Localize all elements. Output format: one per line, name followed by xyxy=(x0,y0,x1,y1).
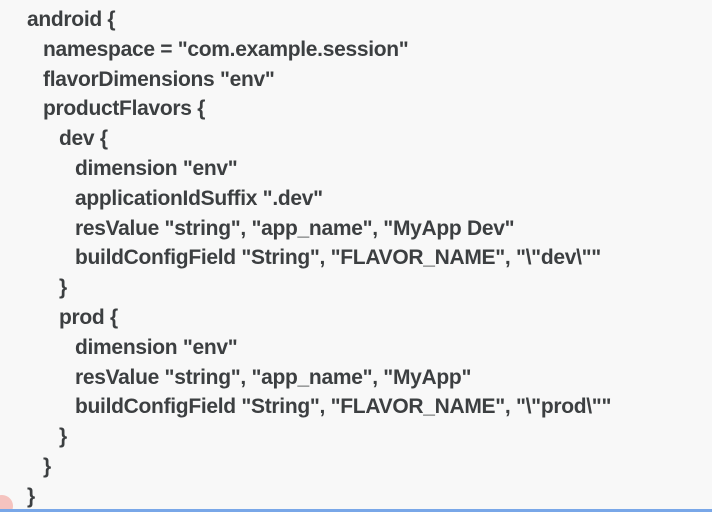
code-line: applicationIdSuffix ".dev" xyxy=(75,186,323,210)
code-line: dimension "env" xyxy=(75,156,238,180)
code-line: buildConfigField "String", "FLAVOR_NAME"… xyxy=(75,246,601,270)
code-line: } xyxy=(59,276,67,300)
code-line: resValue "string", "app_name", "MyApp De… xyxy=(75,216,515,240)
corner-accent-shape xyxy=(0,495,13,509)
bottom-divider xyxy=(0,509,712,512)
code-line: prod { xyxy=(59,305,118,329)
code-line: android { xyxy=(27,8,116,31)
code-line: productFlavors { xyxy=(43,97,206,121)
code-line: flavorDimensions "env" xyxy=(43,67,275,91)
code-line: } xyxy=(27,484,35,508)
code-line: } xyxy=(59,425,67,449)
code-line: } xyxy=(43,454,51,478)
code-line: buildConfigField "String", "FLAVOR_NAME"… xyxy=(75,395,612,419)
code-line: dev { xyxy=(59,127,108,151)
code-line: resValue "string", "app_name", "MyApp" xyxy=(75,365,472,389)
code-line: dimension "env" xyxy=(75,335,238,359)
code-line: namespace = "com.example.session" xyxy=(43,37,409,61)
